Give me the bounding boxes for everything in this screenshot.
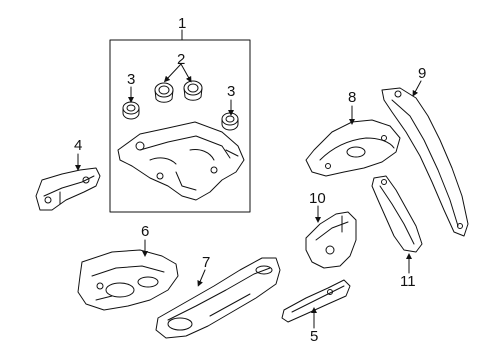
callout-1: 1 [178,15,187,32]
leader-2a [163,63,182,83]
leader-2b [180,63,192,83]
callout-6: 6 [141,223,150,240]
part-2-grommets [154,80,203,103]
part-3-grommet-left [122,101,140,120]
leader-7 [197,269,206,287]
part-3-grommet-right [221,112,239,131]
part-7-long-shield [155,257,281,339]
callout-2: 2 [177,51,186,68]
callout-8: 8 [348,89,357,106]
leader-9 [412,80,422,97]
callout-3-right: 3 [227,83,236,100]
group-frame [109,39,251,213]
part-5-bracket [281,279,351,323]
callout-11: 11 [400,273,416,290]
part-1-engine-cover [117,121,245,201]
part-8-manifold-shield [305,119,401,177]
part-6-heat-shield [77,249,179,311]
part-4-bracket [35,167,101,211]
callout-10: 10 [309,190,326,207]
part-11-heat-shield [371,175,423,253]
callout-9: 9 [418,65,427,82]
callout-4: 4 [74,137,83,154]
part-10-bracket [305,211,357,269]
callout-5: 5 [310,328,319,345]
callout-7: 7 [202,254,211,271]
callout-3-left: 3 [127,71,136,88]
part-9-tall-shield [381,87,469,237]
